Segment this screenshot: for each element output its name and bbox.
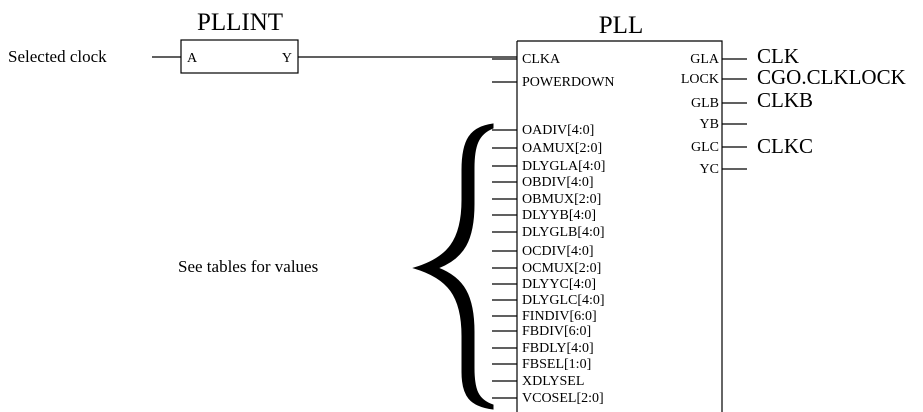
output-label-clk: CLK: [757, 44, 799, 68]
pin-label-glb: GLB: [691, 96, 719, 111]
pin-label-dlyglb-4-0: DLYGLB[4:0]: [522, 225, 605, 240]
pin-label-xdlysel: XDLYSEL: [522, 374, 584, 389]
pin-label-ocmux-2-0: OCMUX[2:0]: [522, 261, 601, 276]
output-label-clkc: CLKC: [757, 134, 813, 158]
pll-right-pins: GLA LOCK GLB YB GLC YC: [681, 52, 747, 177]
input-label: Selected clock: [8, 47, 107, 66]
pin-label-oamux-2-0: OAMUX[2:0]: [522, 141, 602, 156]
pin-label-ocdiv-4-0: OCDIV[4:0]: [522, 244, 594, 259]
pllint-pin-y: Y: [282, 51, 292, 66]
pin-label-yc: YC: [700, 162, 719, 177]
pin-label-powerdown: POWERDOWN: [522, 75, 615, 90]
pll-box: [516, 40, 723, 412]
pin-label-fbsel-1-0: FBSEL[1:0]: [522, 357, 591, 372]
pin-label-dlyyc-4-0: DLYYC[4:0]: [522, 277, 596, 292]
pin-label-dlygla-4-0: DLYGLA[4:0]: [522, 159, 605, 174]
pin-label-yb: YB: [700, 117, 719, 132]
pin-label-gla: GLA: [690, 52, 720, 67]
pll-left-pins: CLKA POWERDOWN: [492, 52, 615, 90]
pll-title: PLL: [599, 12, 643, 39]
output-label-clkb: CLKB: [757, 88, 813, 112]
pin-label-vcosel-2-0: VCOSEL[2:0]: [522, 391, 604, 406]
pin-label-oadiv-4-0: OADIV[4:0]: [522, 123, 594, 138]
pin-label-fbdly-4-0: FBDLY[4:0]: [522, 341, 594, 356]
pin-label-glc: GLC: [691, 140, 719, 155]
pllint-pin-a: A: [187, 51, 198, 66]
pllint-box: [180, 39, 299, 74]
pin-label-lock: LOCK: [681, 72, 719, 87]
pllint-title: PLLINT: [197, 9, 283, 36]
pin-label-obdiv-4-0: OBDIV[4:0]: [522, 175, 594, 190]
pin-label-fbdiv-6-0: FBDIV[6:0]: [522, 324, 591, 339]
output-label-cgo-clklock: CGO.CLKLOCK: [757, 65, 906, 89]
pin-label-findiv-6-0: FINDIV[6:0]: [522, 309, 597, 324]
pin-label-dlyyb-4-0: DLYYB[4:0]: [522, 208, 596, 223]
pll-config-pins: OADIV[4:0] OAMUX[2:0] DLYGLA[4:0]OBDIV[4:0…: [492, 123, 605, 406]
pin-label-dlyglc-4-0: DLYGLC[4:0]: [522, 293, 605, 308]
brace-label: See tables for values: [178, 257, 318, 276]
pin-label-obmux-2-0: OBMUX[2:0]: [522, 192, 601, 207]
pin-label-clka: CLKA: [522, 52, 561, 67]
curly-brace: [412, 123, 494, 410]
